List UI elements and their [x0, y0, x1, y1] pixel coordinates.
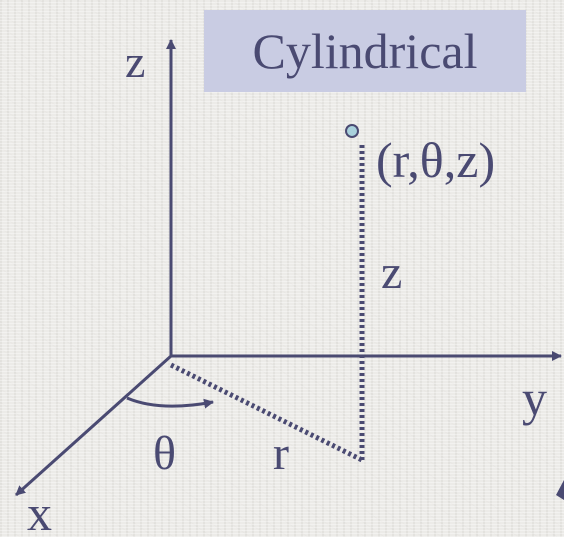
theta-arc	[126, 396, 214, 409]
x-axis-line	[14, 354, 173, 497]
z-height-label: z	[381, 246, 402, 299]
point-marker	[345, 124, 359, 138]
corner-arrow-partial-icon	[556, 480, 564, 500]
r-projection-dotted-line	[169, 362, 364, 463]
x-axis-label: x	[27, 485, 52, 537]
theta-label: θ	[153, 427, 176, 480]
diagram-title-box: Cylindrical	[204, 10, 526, 92]
y-axis-label: y	[522, 370, 547, 426]
point-coordinates-label: (r,θ,z)	[376, 132, 495, 188]
diagram-title: Cylindrical	[252, 23, 478, 79]
z-axis-label: z	[125, 36, 145, 87]
r-label: r	[273, 427, 289, 480]
